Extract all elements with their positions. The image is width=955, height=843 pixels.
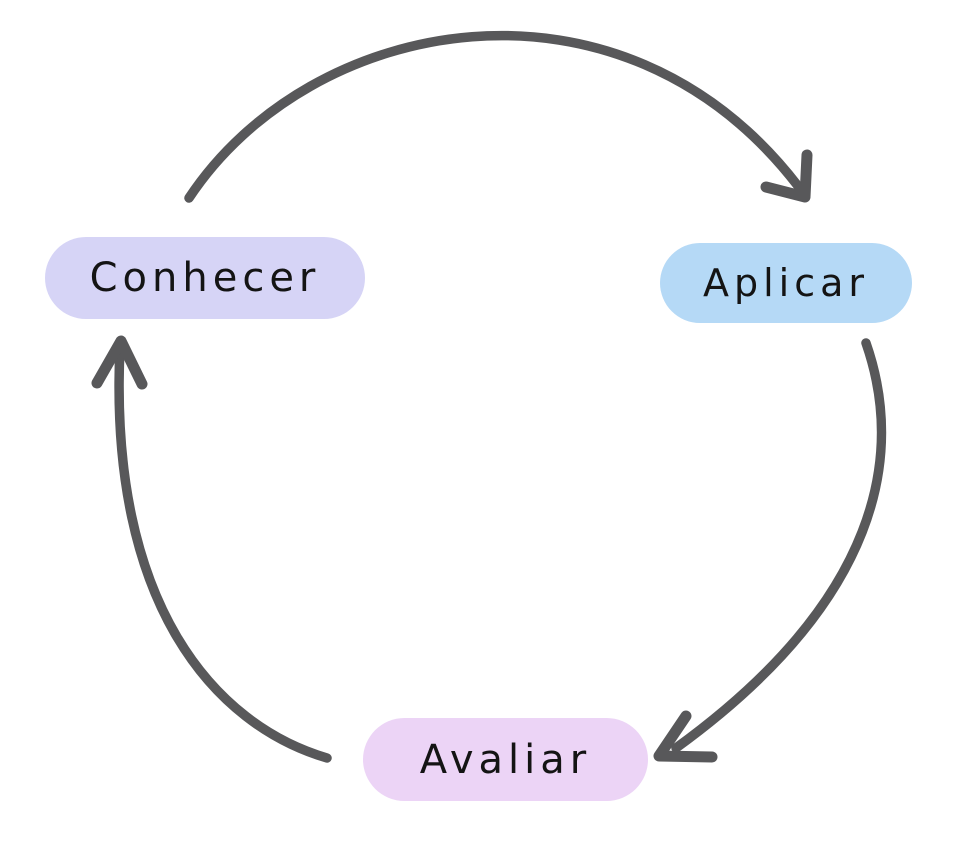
node-aplicar-label: Aplicar: [702, 261, 870, 305]
node-conhecer-label: Conhecer: [89, 255, 321, 301]
arrowhead-down-left-icon: [653, 710, 718, 763]
node-aplicar: Aplicar: [660, 243, 912, 323]
node-avaliar-label: Avaliar: [419, 736, 592, 783]
node-avaliar: Avaliar: [363, 718, 648, 801]
arrow-avaliar-to-conhecer: [91, 335, 332, 763]
arrow-conhecer-to-aplicar: [184, 30, 813, 203]
arrowhead-down-right-icon: [760, 149, 813, 203]
node-conhecer: Conhecer: [45, 237, 365, 319]
arrow-shaft: [114, 343, 332, 763]
arrow-aplicar-to-avaliar: [653, 338, 887, 763]
arrow-shaft: [671, 338, 887, 753]
arrow-shaft: [184, 30, 803, 203]
arrowhead-up-icon: [91, 335, 148, 390]
